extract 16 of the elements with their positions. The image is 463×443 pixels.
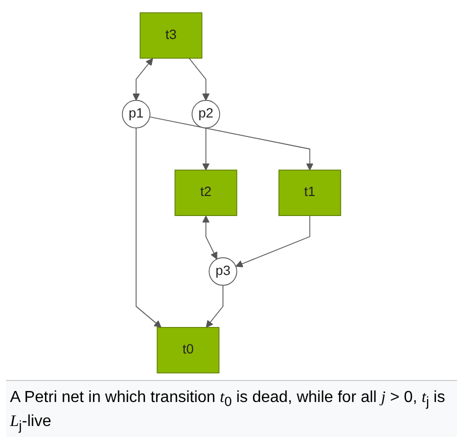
caption: A Petri net in which transition t$_{0}$ is dead, while for all j > 0, t$_{j}$ is L$_{j}$-live (6, 380, 457, 437)
arrow (132, 58, 154, 101)
arrow (136, 128, 162, 328)
node-circle: p2 (192, 100, 220, 128)
node-box: t3 (140, 12, 202, 59)
node-circle: p1 (122, 100, 150, 128)
arrow (206, 284, 224, 328)
node-box: t0 (156, 327, 220, 374)
arrow (202, 216, 218, 260)
arrow (202, 128, 210, 170)
arrow (188, 58, 210, 101)
node-box: t2 (174, 170, 238, 216)
node-circle: p3 (208, 257, 238, 286)
arrow (235, 215, 310, 268)
arrow (149, 116, 314, 170)
node-box: t1 (278, 170, 342, 216)
